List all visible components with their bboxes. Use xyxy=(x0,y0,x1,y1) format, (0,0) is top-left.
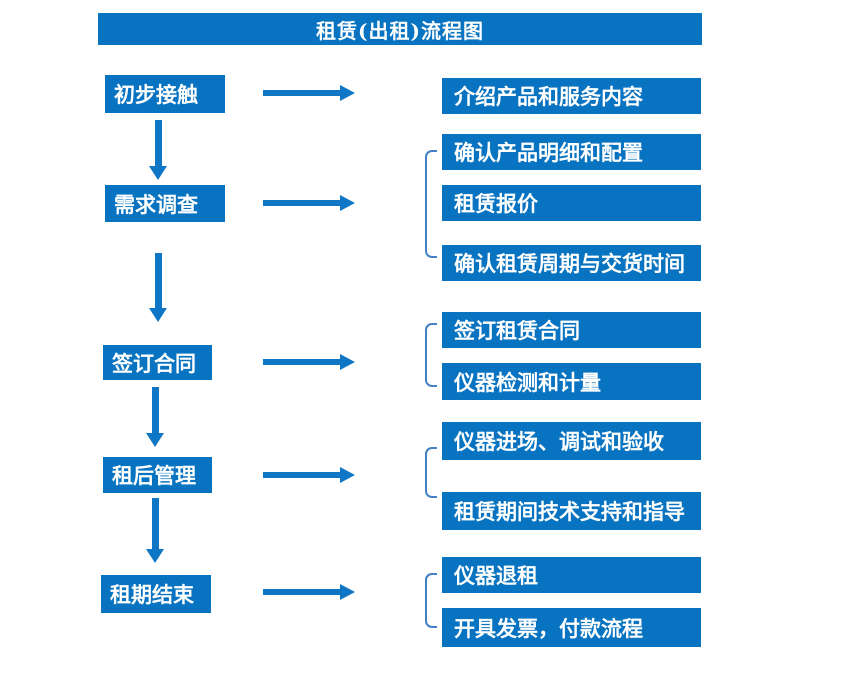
group-bracket-demand-survey xyxy=(425,150,437,258)
output-box-invoice-payment: 开具发票，付款流程 xyxy=(442,608,701,647)
output-box-sign-rental-contract: 签订租赁合同 xyxy=(442,312,701,348)
stage-box-demand-survey: 需求调查 xyxy=(105,185,225,222)
arrow-down-icon-1 xyxy=(149,120,167,180)
output-box-introduce-products: 介绍产品和服务内容 xyxy=(442,78,701,114)
arrow-down-icon-3 xyxy=(146,387,164,447)
diagram-title: 租赁(出租)流程图 xyxy=(98,13,702,45)
output-box-instrument-return: 仪器退租 xyxy=(442,557,701,593)
output-box-confirm-rental-period: 确认租赁周期与交货时间 xyxy=(442,245,701,281)
output-box-confirm-product-details: 确认产品明细和配置 xyxy=(442,134,701,170)
output-box-instrument-setup-acceptance: 仪器进场、调试和验收 xyxy=(442,422,701,460)
stage-box-lease-end: 租期结束 xyxy=(101,575,211,613)
arrow-right-icon-4 xyxy=(263,467,355,483)
arrow-down-icon-4 xyxy=(146,498,164,563)
group-bracket-lease-end xyxy=(425,573,437,628)
output-box-technical-support: 租赁期间技术支持和指导 xyxy=(442,492,701,530)
stage-box-initial-contact: 初步接触 xyxy=(105,75,225,113)
output-box-rental-quote: 租赁报价 xyxy=(442,185,701,221)
output-box-instrument-inspection: 仪器检测和计量 xyxy=(442,363,701,400)
stage-box-post-rental-management: 租后管理 xyxy=(103,457,212,493)
group-bracket-sign-contract xyxy=(425,323,437,387)
stage-box-sign-contract: 签订合同 xyxy=(103,345,212,380)
arrow-right-icon-5 xyxy=(263,584,355,600)
arrow-down-icon-2 xyxy=(149,253,167,322)
arrow-right-icon-1 xyxy=(263,85,355,101)
arrow-right-icon-3 xyxy=(263,354,355,370)
arrow-right-icon-2 xyxy=(263,195,355,211)
group-bracket-post-rental xyxy=(425,447,437,498)
